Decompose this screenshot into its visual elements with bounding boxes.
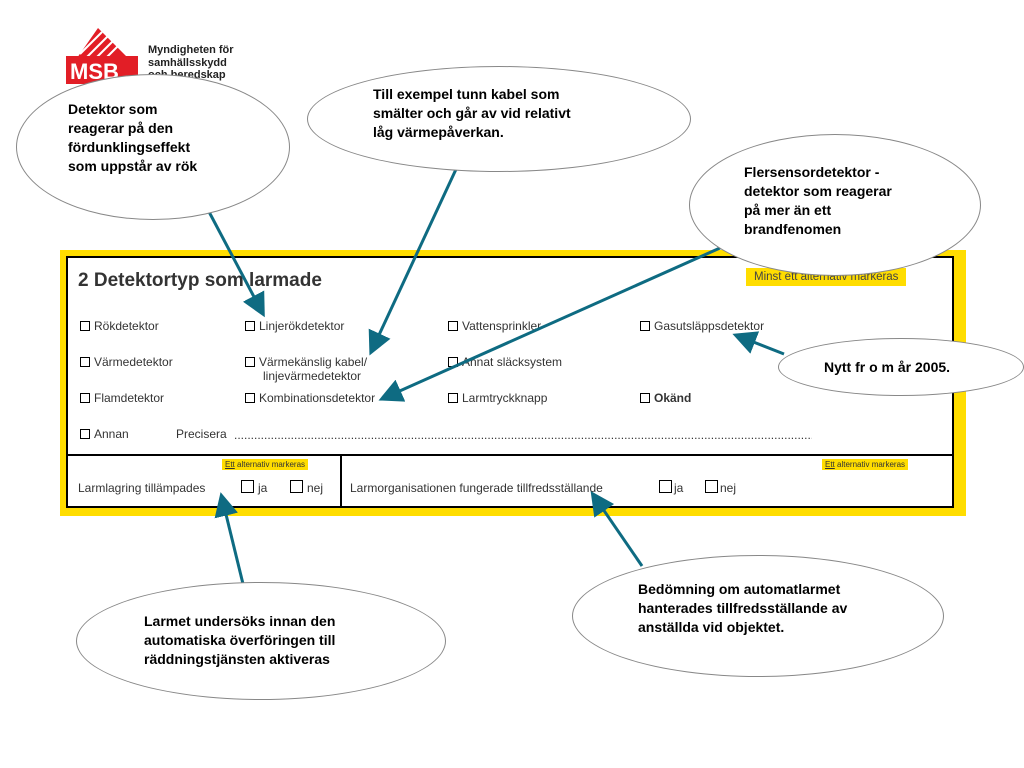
option-varmekanslig-kabel[interactable]: Värmekänslig kabel/ xyxy=(245,356,367,369)
checkbox[interactable] xyxy=(705,480,718,493)
checkbox[interactable] xyxy=(448,321,458,331)
option-label: Larmtryckknapp xyxy=(462,391,548,405)
callout-line: Larmet undersöks innan den xyxy=(144,613,336,629)
note-prefix: Ett xyxy=(825,460,835,469)
option-rokdetektor[interactable]: Rökdetektor xyxy=(80,320,159,333)
callout-line: Flersensordetektor - xyxy=(744,164,880,180)
option-larmtryckknapp[interactable]: Larmtryckknapp xyxy=(448,392,547,405)
precisera-field[interactable]: ........................................… xyxy=(234,428,812,442)
callout-line: brandfenomen xyxy=(744,221,842,237)
checkbox[interactable] xyxy=(80,321,90,331)
column-divider xyxy=(340,454,342,506)
note-one-alternative-left: Ett alternativ markeras xyxy=(222,459,309,470)
note-suffix: alternativ markeras xyxy=(234,460,306,469)
option-label: ja xyxy=(674,481,684,495)
checkbox[interactable] xyxy=(80,393,90,403)
callout-line: detektor som reagerar xyxy=(744,183,892,199)
larmorganisation-nej[interactable]: nej xyxy=(705,480,736,495)
option-varmedetektor[interactable]: Värmedetektor xyxy=(80,356,173,369)
callout-line: Detektor som xyxy=(68,101,158,117)
larmlagring-ja[interactable]: ja xyxy=(241,480,267,495)
note-prefix: Ett xyxy=(225,460,235,469)
option-label: Flamdetektor xyxy=(94,391,165,405)
larmlagring-nej[interactable]: nej xyxy=(290,480,323,495)
callout-line: reagerar på den xyxy=(68,120,174,136)
option-vattensprinkler[interactable]: Vattensprinkler xyxy=(448,320,541,333)
note-suffix: alternativ markeras xyxy=(834,460,906,469)
callout-multi-text: Flersensordetektor - detektor som reager… xyxy=(744,163,892,239)
option-label: Annat släcksystem xyxy=(462,355,563,369)
callout-assess-ellipse xyxy=(572,555,944,677)
callout-cable-ellipse xyxy=(307,66,691,172)
option-flamdetektor[interactable]: Flamdetektor xyxy=(80,392,164,405)
callout-cable-text: Till exempel tunn kabel som smälter och … xyxy=(373,85,571,142)
callout-line: som uppstår av rök xyxy=(68,158,198,174)
checkbox[interactable] xyxy=(80,357,90,367)
callout-line: fördunklingseffekt xyxy=(68,139,191,155)
checkbox[interactable] xyxy=(241,480,254,493)
larmlagring-label: Larmlagring tillämpades xyxy=(78,481,206,495)
option-label: Värmedetektor xyxy=(94,355,173,369)
row-divider xyxy=(67,454,953,456)
option-okand[interactable]: Okänd xyxy=(640,392,691,405)
option-label: nej xyxy=(720,481,737,495)
option-label: Okänd xyxy=(654,391,692,405)
logo-line: Myndigheten för xyxy=(148,44,234,56)
callout-line: smälter och går av vid relativt xyxy=(373,105,571,121)
option-linjerokdetektor[interactable]: Linjerökdetektor xyxy=(245,320,344,333)
option-label: Kombinationsdetektor xyxy=(259,391,376,405)
checkbox[interactable] xyxy=(640,393,650,403)
option-annan[interactable]: Annan xyxy=(80,428,129,441)
option-gasutslappsdetektor[interactable]: Gasutsläppsdetektor xyxy=(640,320,764,333)
option-label: Rökdetektor xyxy=(94,319,159,333)
callout-line: Bedömning om automatlarmet xyxy=(638,581,841,597)
callout-line: på mer än ett xyxy=(744,202,832,218)
callout-line: Till exempel tunn kabel som xyxy=(373,86,560,102)
callout-multi-ellipse xyxy=(689,134,981,276)
checkbox[interactable] xyxy=(80,429,90,439)
option-label: Vattensprinkler xyxy=(462,319,542,333)
callout-line: automatiska överföringen till xyxy=(144,632,336,648)
callout-new-ellipse xyxy=(778,338,1024,396)
option-label: Gasutsläppsdetektor xyxy=(654,319,765,333)
logo-text: Myndigheten för samhällsskydd och bereds… xyxy=(148,44,234,82)
checkbox[interactable] xyxy=(245,321,255,331)
logo-line: samhällsskydd xyxy=(148,56,227,69)
larmorganisation-label: Larmorganisationen fungerade tillfredsst… xyxy=(350,481,603,495)
callout-line: anställda vid objektet. xyxy=(638,619,785,635)
callout-line: räddningstjänsten aktiveras xyxy=(144,651,330,667)
option-label: Värmekänslig kabel/ xyxy=(259,355,368,369)
checkbox[interactable] xyxy=(448,357,458,367)
option-annat-slacksystem[interactable]: Annat släcksystem xyxy=(448,356,562,369)
checkbox[interactable] xyxy=(640,321,650,331)
callout-new-text: Nytt fr o m år 2005. xyxy=(824,359,951,375)
checkbox[interactable] xyxy=(448,393,458,403)
option-kombinationsdetektor[interactable]: Kombinationsdetektor xyxy=(245,392,375,405)
precisera-label: Precisera xyxy=(176,427,227,441)
note-one-alternative-right: Ett alternativ markeras xyxy=(822,459,909,470)
callout-smoke-ellipse xyxy=(16,74,290,220)
larmorganisation-ja[interactable]: ja xyxy=(659,480,683,495)
callout-check-ellipse xyxy=(76,582,446,700)
checkbox[interactable] xyxy=(245,393,255,403)
callout-smoke-text: Detektor som reagerar på den fördunkling… xyxy=(68,100,197,176)
msb-logo: MSB Myndigheten för samhällsskydd och be… xyxy=(58,24,248,94)
checkbox[interactable] xyxy=(245,357,255,367)
checkbox[interactable] xyxy=(659,480,672,493)
option-label: Annan xyxy=(94,427,129,441)
callout-line: låg värmepåverkan. xyxy=(373,124,504,140)
option-varmekanslig-kabel-line2: linjevärmedetektor xyxy=(263,369,362,383)
option-label: nej xyxy=(307,481,324,495)
form-title: 2 Detektortyp som larmade xyxy=(78,270,322,291)
callout-check-text: Larmet undersöks innan den automatiska ö… xyxy=(144,612,335,669)
option-label: ja xyxy=(258,481,268,495)
checkbox[interactable] xyxy=(290,480,303,493)
callout-line: hanterades tillfredsställande av xyxy=(638,600,848,616)
option-label: Linjerökdetektor xyxy=(259,319,345,333)
callout-assess-text: Bedömning om automatlarmet hanterades ti… xyxy=(638,580,847,637)
